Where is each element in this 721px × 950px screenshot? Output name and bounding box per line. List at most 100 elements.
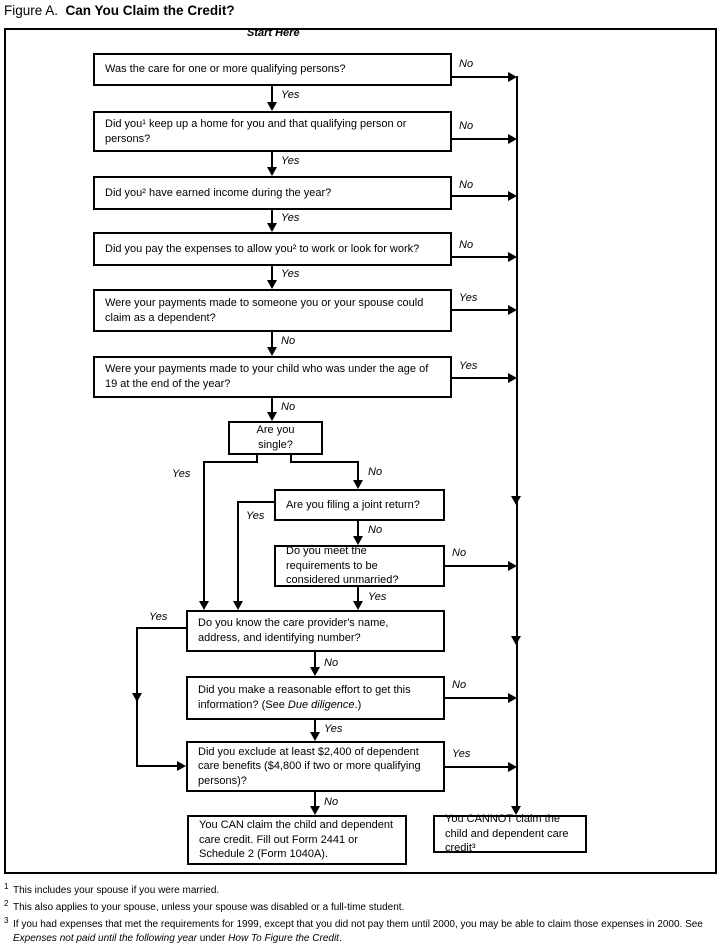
q11-text-italic: Due diligence xyxy=(287,699,355,711)
arrowhead-down xyxy=(132,693,142,702)
q5-no-label: No xyxy=(281,335,296,347)
q3-yes-label: Yes xyxy=(281,212,300,224)
footnote-1-text: This includes your spouse if you were ma… xyxy=(13,885,220,896)
arrowhead-right xyxy=(177,761,186,771)
connector-line xyxy=(271,152,273,168)
connector-line xyxy=(271,266,273,281)
q11-due-diligence-box: Did you make a reasonable effort to get … xyxy=(186,676,445,720)
footnote-3-post: . xyxy=(338,932,342,944)
q12-no-label: No xyxy=(324,796,339,808)
q6-text: Were your payments made to your child wh… xyxy=(105,363,429,390)
q11-no-label: No xyxy=(452,679,467,691)
arrowhead-right xyxy=(508,373,517,383)
q4-yes-label: Yes xyxy=(281,268,300,280)
connector-line xyxy=(271,332,273,348)
connector-line xyxy=(452,195,508,197)
q10-text: Do you know the care provider's name, ad… xyxy=(198,617,389,644)
footnote-3-mid: under xyxy=(197,932,229,944)
cannot-claim-text: You CANNOT claim the child and dependent… xyxy=(445,813,569,855)
arrowhead-down xyxy=(233,601,243,610)
connector-line xyxy=(290,461,359,463)
q5-payments-dependent-box: Were your payments made to someone you o… xyxy=(93,289,452,332)
figure-label: Figure A. xyxy=(4,3,59,18)
q2-no-label: No xyxy=(459,120,474,132)
q3-no-label: No xyxy=(459,179,474,191)
arrowhead-down xyxy=(267,167,277,176)
q6-no-label: No xyxy=(281,401,296,413)
q11-yes-label: Yes xyxy=(324,723,343,735)
q7-no-label: No xyxy=(368,466,383,478)
flowchart-frame xyxy=(4,28,717,874)
figure-title: Figure A. Can You Claim the Credit? xyxy=(4,3,235,18)
footnote-3-pre: If you had expenses that met the require… xyxy=(13,919,703,930)
connector-line xyxy=(314,720,316,733)
connector-line xyxy=(314,652,316,668)
arrowhead-down xyxy=(511,806,521,815)
connector-line xyxy=(445,697,508,699)
arrowhead-right xyxy=(508,561,517,571)
connector-line xyxy=(452,309,508,311)
q8-joint-return-box: Are you filing a joint return? xyxy=(274,489,445,521)
footnote-3-marker: 3 xyxy=(4,916,9,925)
q3-earned-income-box: Did you² have earned income during the y… xyxy=(93,176,452,210)
q1-no-label: No xyxy=(459,58,474,70)
q11-text-post: .) xyxy=(354,699,362,711)
arrowhead-down xyxy=(310,806,320,815)
q11-text-pre: Did you make a reasonable effort to get … xyxy=(198,684,411,711)
connector-line xyxy=(445,766,508,768)
connector-line xyxy=(271,210,273,224)
connector-line xyxy=(452,256,508,258)
arrowhead-down xyxy=(267,102,277,111)
arrowhead-down xyxy=(267,347,277,356)
arrowhead-down xyxy=(511,636,521,645)
connector-line xyxy=(290,455,292,463)
arrowhead-down xyxy=(353,601,363,610)
arrowhead-down xyxy=(267,280,277,289)
footnote-3: 3 If you had expenses that met the requi… xyxy=(4,916,717,945)
connector-line xyxy=(237,501,239,601)
footnote-1-marker: 1 xyxy=(4,882,9,891)
q2-text: Did you¹ keep up a home for you and that… xyxy=(105,117,407,145)
footnote-3-italic-1: Expenses not paid until the following ye… xyxy=(13,932,198,944)
q6-payments-child-box: Were your payments made to your child wh… xyxy=(93,356,452,398)
connector-line xyxy=(445,565,508,567)
q9-considered-unmarried-box: Do you meet the requirements to be consi… xyxy=(274,545,445,587)
q7-yes-label: Yes xyxy=(172,468,191,480)
q4-text: Did you pay the expenses to allow you² t… xyxy=(105,242,420,255)
arrowhead-down xyxy=(267,223,277,232)
q8-text: Are you filing a joint return? xyxy=(286,498,420,511)
q10-yes-label: Yes xyxy=(149,611,168,623)
connector-line xyxy=(271,398,273,413)
arrowhead-down xyxy=(267,412,277,421)
connector-line xyxy=(357,521,359,537)
q11-text: Did you make a reasonable effort to get … xyxy=(198,683,433,712)
footnote-2: 2 This also applies to your spouse, unle… xyxy=(4,899,717,915)
right-rail-line xyxy=(516,76,518,806)
q9-text: Do you meet the requirements to be consi… xyxy=(286,545,399,587)
connector-line xyxy=(136,765,178,767)
arrowhead-right xyxy=(508,762,517,772)
q9-no-label: No xyxy=(452,547,467,559)
q12-yes-label: Yes xyxy=(452,748,471,760)
connector-line xyxy=(314,792,316,807)
q10-provider-info-box: Do you know the care provider's name, ad… xyxy=(186,610,445,652)
footnote-3-italic-2: How To Figure the Credit xyxy=(228,932,339,944)
arrowhead-right xyxy=(508,134,517,144)
connector-line xyxy=(136,627,186,629)
q8-yes-label: Yes xyxy=(246,510,265,522)
q1-text: Was the care for one or more qualifying … xyxy=(105,63,346,76)
q6-yes-label: Yes xyxy=(459,360,478,372)
q4-expenses-to-work-box: Did you pay the expenses to allow you² t… xyxy=(93,232,452,266)
q4-no-label: No xyxy=(459,239,474,251)
footnote-3-text: If you had expenses that met the require… xyxy=(13,919,703,944)
q10-no-label: No xyxy=(324,657,339,669)
q9-yes-label: Yes xyxy=(368,591,387,603)
arrowhead-down xyxy=(310,732,320,741)
footnote-2-marker: 2 xyxy=(4,899,9,908)
can-claim-text: You CAN claim the child and dependent ca… xyxy=(199,819,394,861)
connector-line xyxy=(203,461,205,601)
arrowhead-down xyxy=(511,496,521,505)
connector-line xyxy=(452,76,508,78)
q7-text: Are you single? xyxy=(256,424,295,451)
